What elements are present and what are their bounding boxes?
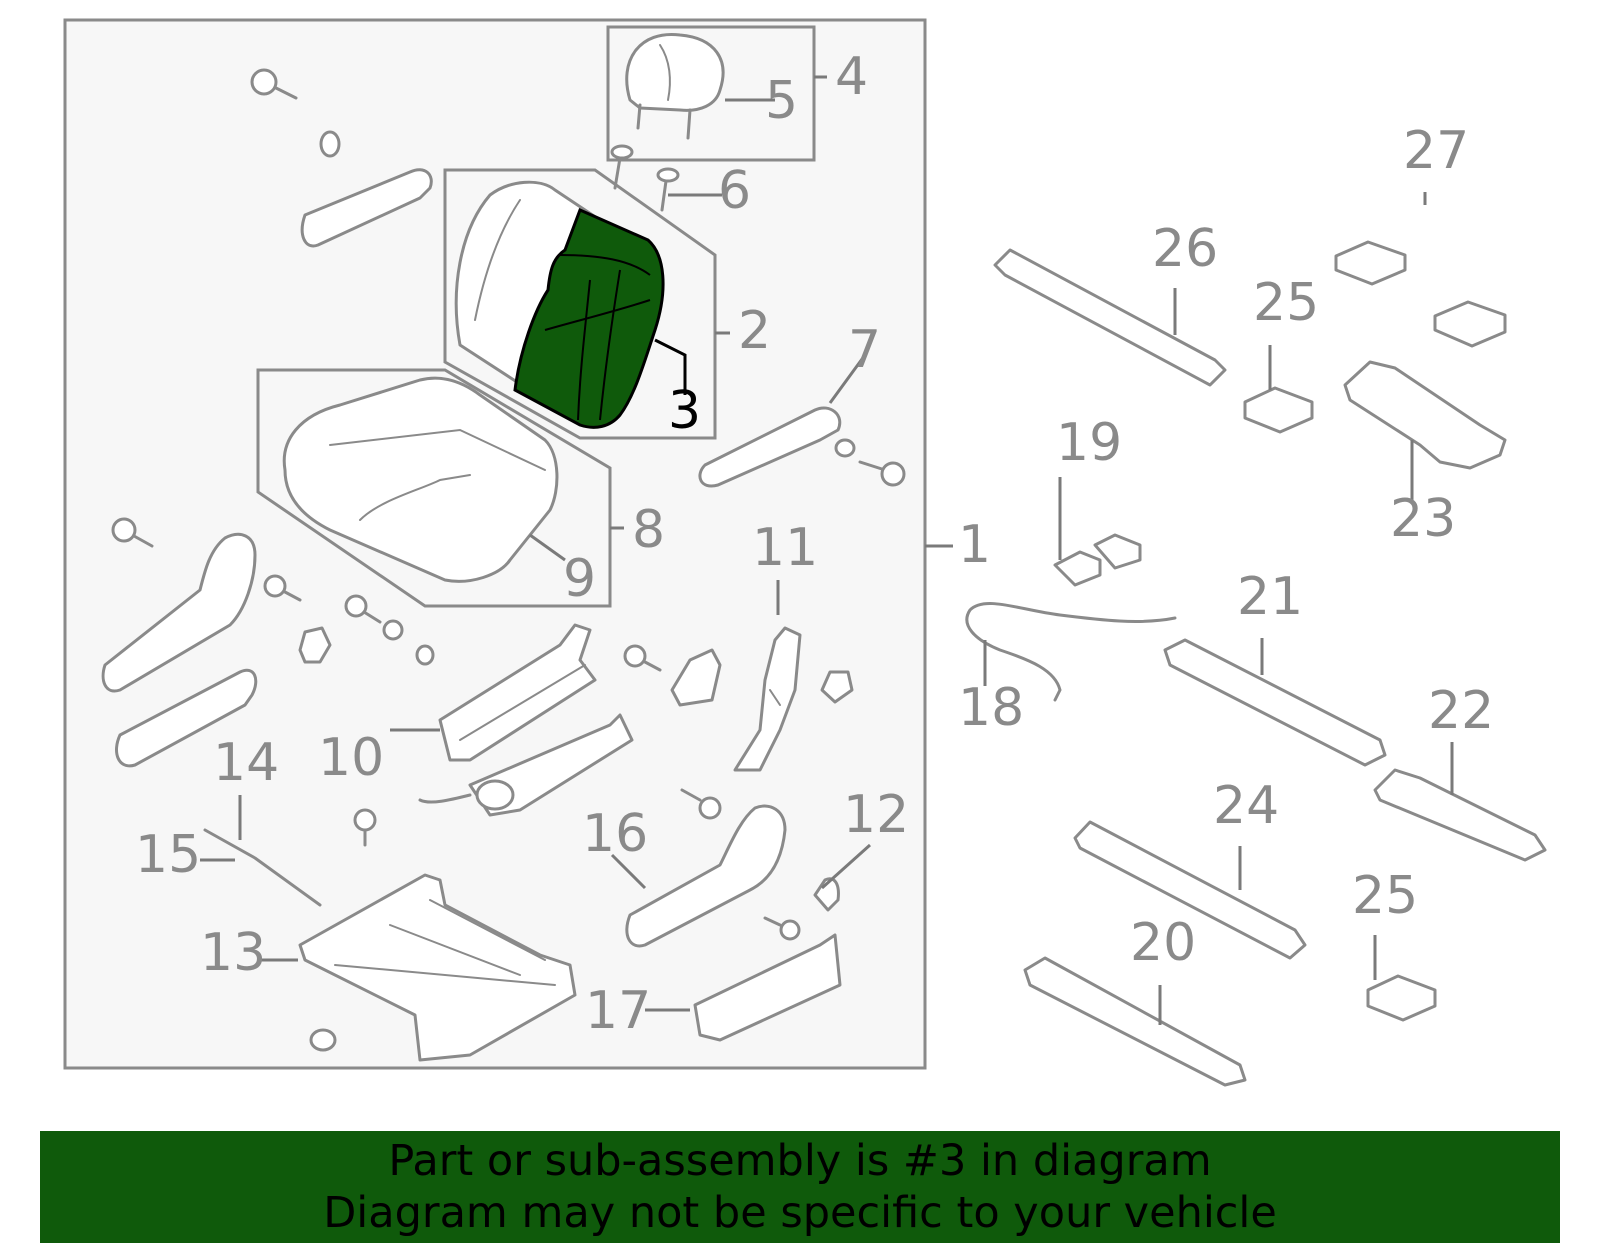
washer-mid <box>415 644 435 666</box>
callout-11: 11 <box>752 518 818 578</box>
callout-14: 14 <box>213 733 279 793</box>
headrest-box <box>606 25 816 162</box>
nut-mid <box>382 619 404 641</box>
footer-line-1: Part or sub-assembly is #3 in diagram <box>388 1136 1212 1186</box>
mat-26 <box>993 248 1227 387</box>
clip-19b <box>1093 533 1142 570</box>
callout-16: 16 <box>582 804 648 864</box>
rail-20 <box>1023 956 1247 1087</box>
bolt-10 <box>353 808 377 847</box>
seatback-cover-seam <box>544 254 651 421</box>
side-cover-left <box>115 668 258 768</box>
cover-17 <box>693 933 842 1042</box>
callout-8: 8 <box>632 500 665 560</box>
frame-13 <box>298 873 577 1062</box>
cap-27b <box>1433 300 1507 348</box>
armrest-upper <box>300 168 433 248</box>
callout-7: 7 <box>848 320 881 380</box>
callout-19: 19 <box>1056 413 1122 473</box>
bracket-small-left <box>298 626 332 664</box>
callout-3: 3 <box>668 381 701 441</box>
cushion-box <box>256 368 612 608</box>
callout-25b: 25 <box>1352 866 1418 926</box>
callout-20: 20 <box>1130 913 1196 973</box>
callout-23: 23 <box>1390 489 1456 549</box>
rail-21 <box>1163 638 1387 767</box>
cap-25b <box>1366 974 1437 1022</box>
pin-6a <box>610 144 634 190</box>
seat-cushion <box>282 376 559 583</box>
callout-9: 9 <box>563 549 596 609</box>
clip-19a <box>1053 550 1102 587</box>
side-shield-16 <box>625 804 787 948</box>
callout-15: 15 <box>135 825 201 885</box>
washer-7 <box>834 438 856 458</box>
callout-12: 12 <box>843 785 909 845</box>
callout-6: 6 <box>718 161 751 221</box>
track-10-upper <box>438 623 597 762</box>
callout-13: 13 <box>200 923 266 983</box>
callout-22: 22 <box>1428 681 1494 741</box>
callout-17: 17 <box>585 981 651 1041</box>
callout-4: 4 <box>835 47 868 107</box>
seatback-box <box>443 168 717 440</box>
bolt-left-1 <box>111 517 154 548</box>
bolt-mid-1 <box>344 594 382 624</box>
rail-22 <box>1373 768 1547 862</box>
washer-top-left <box>319 130 341 158</box>
headrest <box>625 32 725 140</box>
bracket-mid <box>670 648 722 707</box>
nut-13 <box>309 1028 337 1052</box>
pin-6b <box>656 167 680 212</box>
footer-banner: Part or sub-assembly is #3 in diagram Di… <box>40 1131 1560 1243</box>
bolt-top-left <box>250 68 298 100</box>
callout-27: 27 <box>1403 121 1469 181</box>
screw-12 <box>763 916 801 941</box>
callout-26: 26 <box>1152 219 1218 279</box>
bolt-7 <box>858 460 906 487</box>
harness-18 <box>965 602 1177 702</box>
callout-5: 5 <box>765 71 798 131</box>
leader-3 <box>654 338 687 395</box>
callout-10: 10 <box>318 728 384 788</box>
callout-1: 1 <box>958 515 991 575</box>
bracket-right <box>820 670 854 704</box>
leader-lines <box>200 75 1454 1025</box>
callout-2: 2 <box>738 301 771 361</box>
knob-12 <box>813 877 840 912</box>
bracket-23 <box>1343 360 1507 470</box>
bolt-11 <box>680 788 722 820</box>
bolt-left-2 <box>263 574 302 602</box>
mat-24 <box>1073 820 1307 960</box>
cap-25a <box>1243 386 1314 434</box>
side-shield-left <box>101 532 257 693</box>
callout-18: 18 <box>958 678 1024 738</box>
callout-25a: 25 <box>1253 273 1319 333</box>
callout-24: 24 <box>1213 776 1279 836</box>
footer-line-2: Diagram may not be specific to your vehi… <box>323 1188 1277 1238</box>
track-10-lower <box>418 713 634 817</box>
bolt-right-1 <box>623 644 662 672</box>
cable-14 <box>203 828 322 907</box>
callout-21: 21 <box>1237 567 1303 627</box>
armrest-7 <box>698 406 842 488</box>
cap-27a <box>1334 240 1407 286</box>
recliner-11 <box>733 626 802 772</box>
